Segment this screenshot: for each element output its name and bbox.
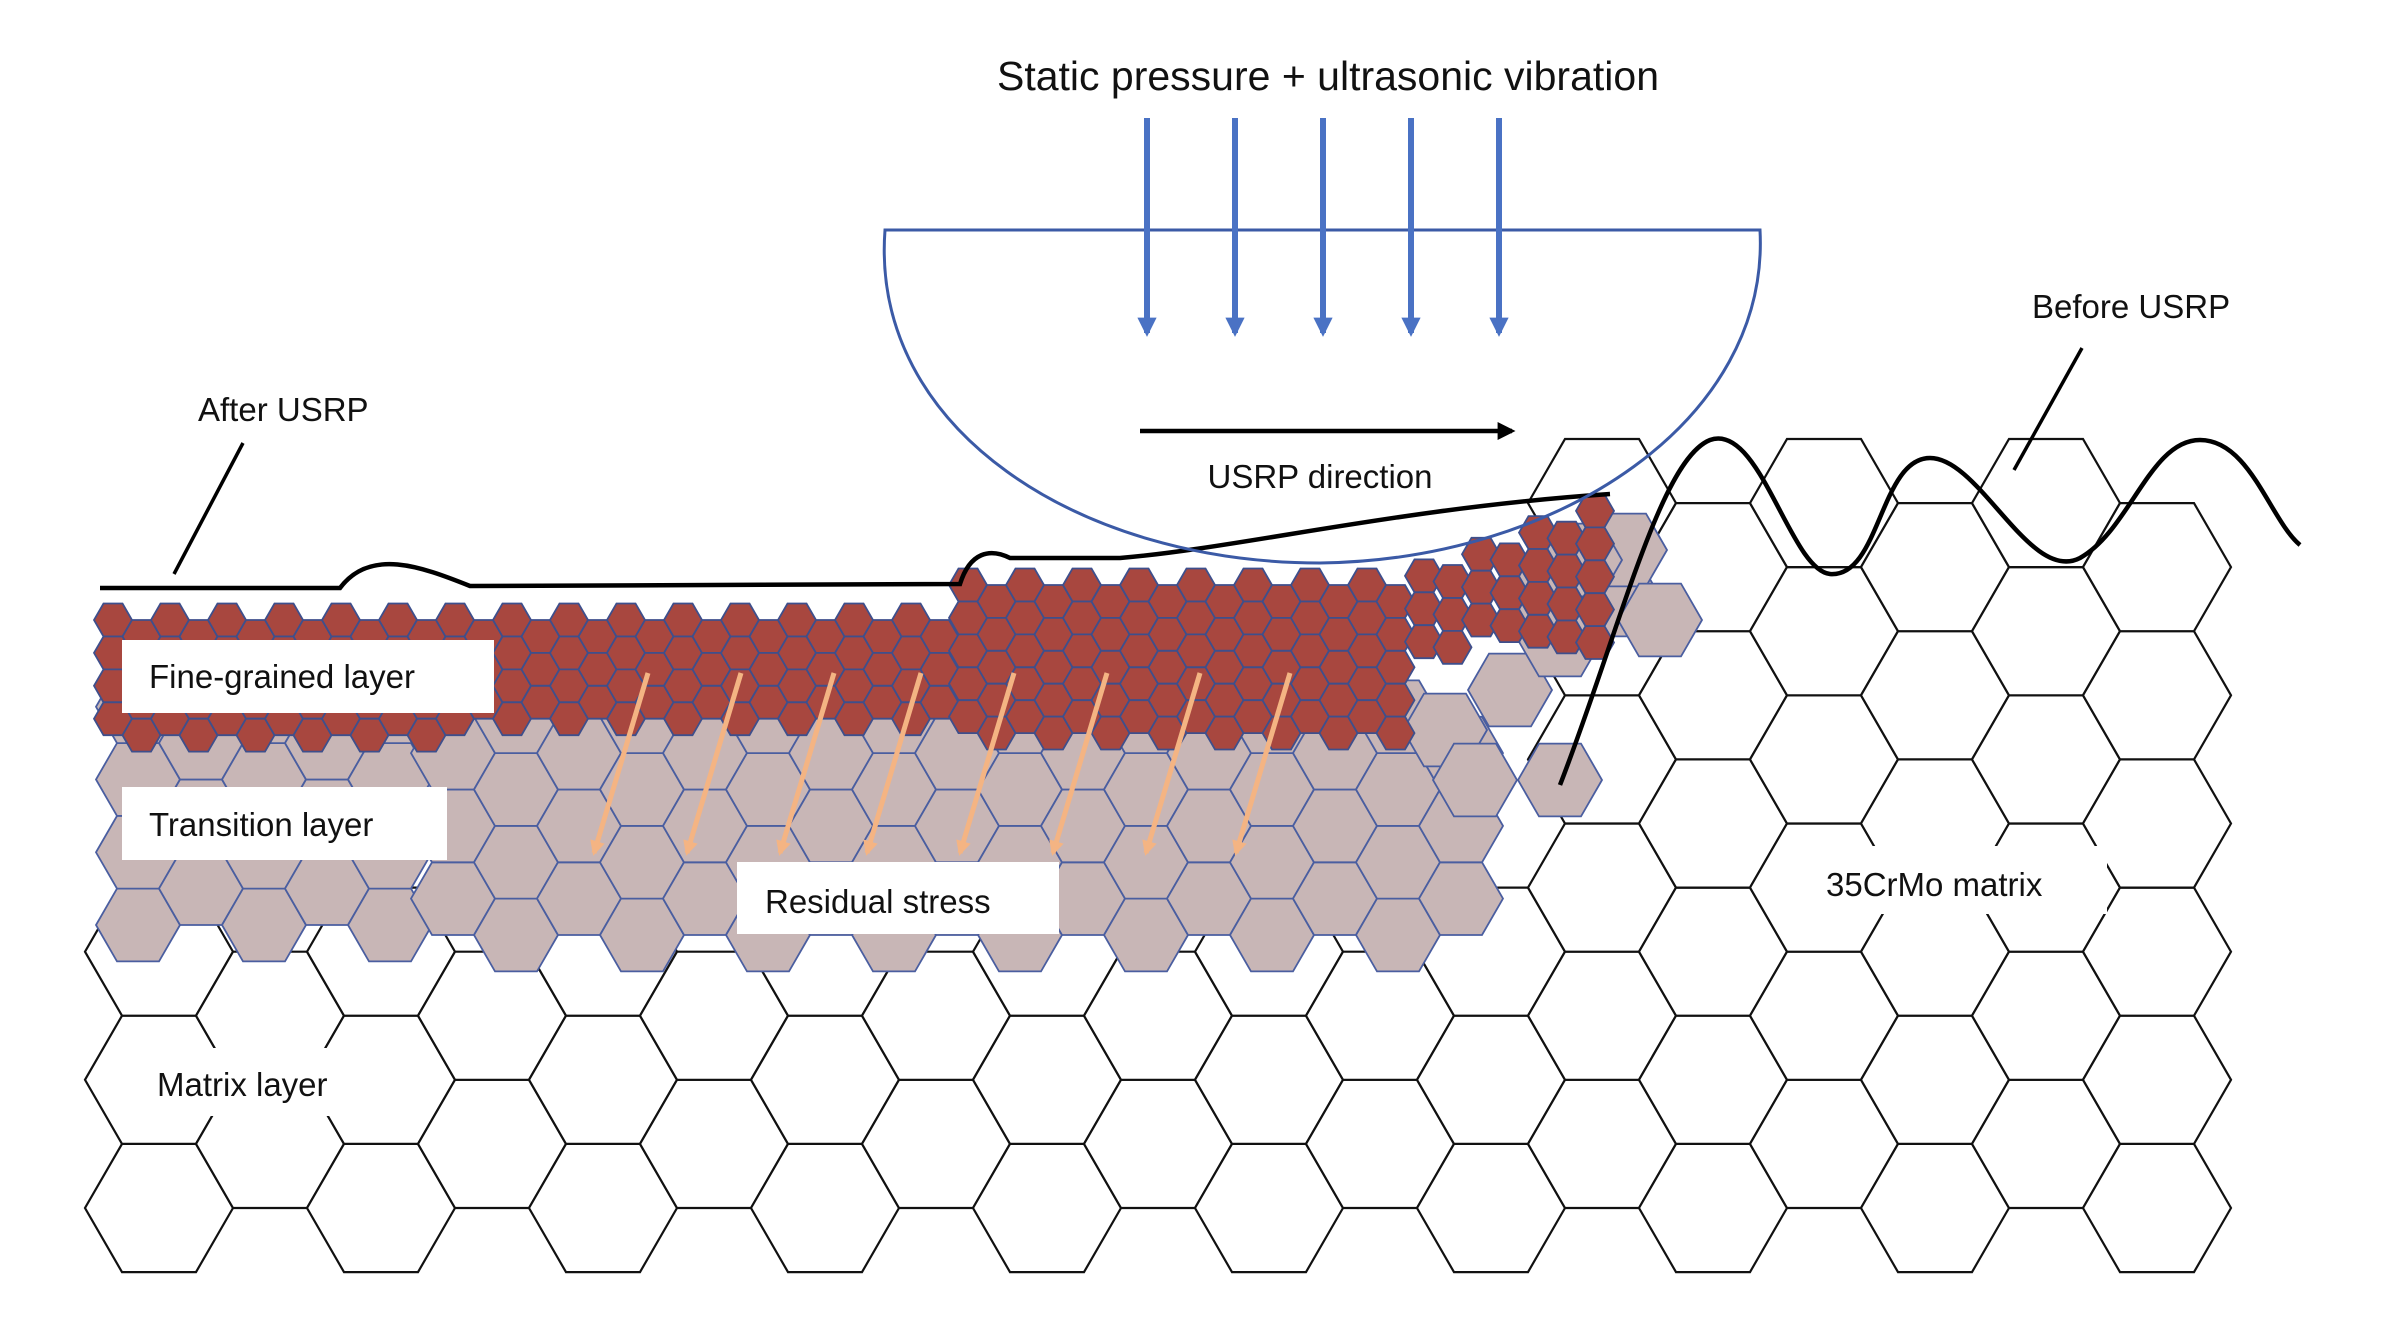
residual-label-box (737, 862, 1059, 934)
matrix-material-label-box (1795, 846, 2107, 914)
fine-label-box (122, 640, 494, 713)
fine-grain (1403, 624, 1445, 660)
before-usrp-label: Before USRP (2032, 288, 2230, 325)
residual-stress-arrow (863, 672, 924, 856)
matrix-material-label: 35CrMo matrix (1826, 866, 2043, 903)
fine-grain (1546, 619, 1587, 655)
fine-grain (1375, 715, 1416, 751)
fine-grain (1460, 602, 1502, 638)
fine-grain (1432, 630, 1473, 665)
residual-stress-arrows (590, 672, 1293, 856)
after-usrp-label: After USRP (198, 391, 369, 428)
transition-label-box (122, 787, 447, 860)
matrix-layer-label-box (125, 1048, 385, 1116)
matrix-grains (83, 437, 2233, 1274)
fine-grain (919, 684, 960, 720)
pressure-arrows (1137, 118, 1509, 337)
fine-grain (1517, 613, 1559, 649)
diagram-title: Static pressure + ultrasonic vibration (997, 53, 1659, 99)
fine-grain (1574, 559, 1616, 595)
transition-layer-label: Transition layer (149, 806, 373, 843)
fine-grains (92, 493, 1616, 753)
residual-stress-arrow (590, 672, 651, 856)
residual-stress-arrow (1049, 672, 1110, 856)
residual-stress-arrow (683, 672, 744, 856)
fine-grained-layer-label: Fine-grained layer (149, 658, 415, 695)
usrp-tool-head (882, 228, 1762, 565)
residual-stress-arrow (1142, 672, 1203, 856)
before-usrp-leader (2012, 347, 2084, 471)
residual-stress-label: Residual stress (765, 883, 991, 920)
transition-grain (1431, 742, 1519, 818)
treated-surface-line (100, 491, 1611, 591)
residual-stress-arrow (1232, 672, 1293, 856)
fine-grain (1489, 608, 1530, 643)
rough-surface-line (1557, 436, 2302, 786)
fine-grain (1375, 682, 1416, 718)
residual-stress-arrow (776, 672, 837, 856)
usrp-direction-label: USRP direction (1208, 458, 1433, 495)
after-usrp-leader (172, 442, 245, 575)
matrix-layer-label: Matrix layer (157, 1066, 328, 1103)
fine-grain (1375, 649, 1416, 685)
matrix-grain (2081, 502, 2233, 633)
fine-grain (1574, 526, 1616, 562)
fine-grain (1574, 592, 1616, 627)
residual-stress-arrow (956, 672, 1017, 856)
